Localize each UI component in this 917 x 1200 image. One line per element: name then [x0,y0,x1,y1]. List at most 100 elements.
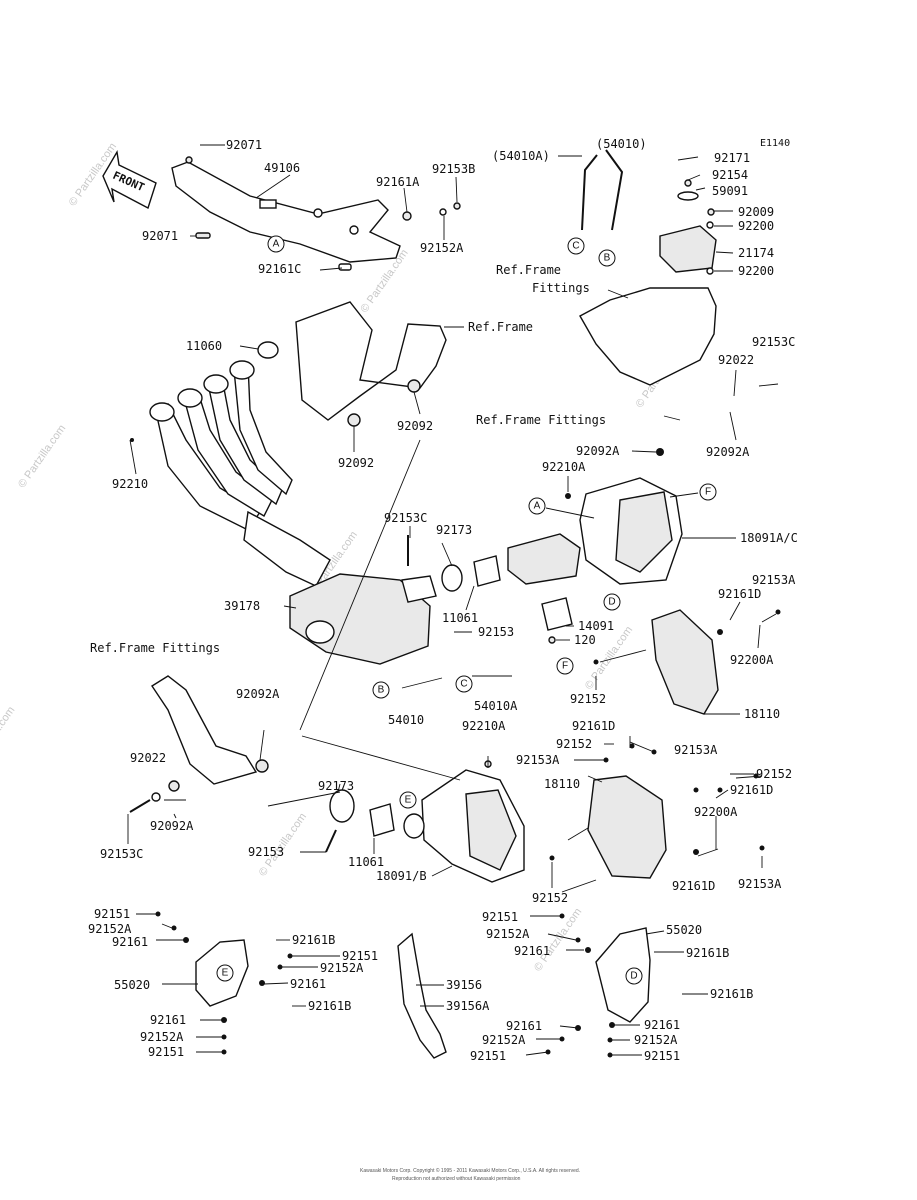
diagram-code: E1140 [760,138,790,149]
heat-cover-39156 [397,932,447,1059]
part-label: 92152A [140,1030,184,1044]
part-label: 92161B [710,987,753,1001]
part-label: 92210A [462,719,506,733]
part-label: 92151 [644,1049,680,1063]
part-label: 11061 [348,855,384,869]
front-arrow-icon: FRONT [102,149,157,210]
part-label: 92022 [130,751,166,765]
chamber-outlet [305,620,335,644]
part-label: 54010 [388,713,424,727]
frame-fittings-left [151,675,258,785]
part-label: 92200A [694,805,738,819]
frame-bracket [295,301,447,421]
callout-B: B [598,249,616,267]
part-label: 92152 [532,891,568,905]
callout-F: F [556,657,574,675]
collar-92154 [684,179,692,187]
callout-letter: D [630,971,637,982]
part-label: 92153 [478,625,514,639]
callout-letter: A [534,501,541,512]
watermark-text: © Partzilla.com [16,423,68,491]
part-label: 92071 [142,229,178,243]
frame-fittings-bracket [579,287,717,386]
bolt-hole [313,208,323,218]
part-label: 54010A [474,699,518,713]
part-label: 92092A [150,819,194,833]
chamber-outlet [401,575,437,603]
part-label: 92161D [718,587,761,601]
part-label: 14091 [578,619,614,633]
part-label: Ref.Frame Fittings [90,641,220,655]
part-label: 55020 [114,978,150,992]
part-label: 92092 [338,456,374,470]
part-label: 92153A [752,573,796,587]
part-label: 92161 [150,1013,186,1027]
part-label: 92161 [112,935,148,949]
callout-B: B [372,681,390,699]
callout-E: E [216,964,234,982]
part-label: 92151 [470,1049,506,1063]
part-label: 92152A [482,1033,526,1047]
washer-92200 [706,267,714,275]
exhaust-header-pipes [149,360,331,587]
callout-D: D [625,967,643,985]
callout-letter: F [705,487,711,498]
part-label: 39178 [224,599,260,613]
bolt-92009 [707,208,715,216]
leader-lines [127,144,779,1056]
part-label: 92022 [718,353,754,367]
bolt-hole [349,225,359,235]
part-label: 18091A/C [740,531,798,545]
part-label: 92151 [94,907,130,921]
part-label: (54010) [596,137,647,151]
damper-92092a [168,780,180,792]
connector-pipe-11061 [369,803,395,837]
part-label: 92092A [706,445,750,459]
part-label: 92161D [672,879,715,893]
part-label: Ref.Frame [496,263,561,277]
callout-letter: E [222,968,229,979]
watermark-text: © Partzilla.com [0,704,17,772]
part-label: 92071 [226,138,262,152]
part-label: 92161D [730,783,773,797]
part-label: 92161 [644,1018,680,1032]
part-label: 92092A [576,444,620,458]
part-label: 39156 [446,978,482,992]
part-label: Ref.Frame [468,320,533,334]
copyright-line: Kawasaki Motors Corp. Copyright © 1995 -… [360,1167,580,1174]
part-label: 92161 [514,944,550,958]
callout-letter: B [604,253,611,264]
callout-letter: E [405,795,412,806]
muffler-grille [465,789,517,871]
part-label: 49106 [264,161,300,175]
spacer-92161c [338,263,352,271]
clip [259,199,277,209]
part-label: 92151 [482,910,518,924]
muffler-inlet [403,813,425,839]
part-label: 120 [574,633,596,647]
part-label: 92161A [376,175,420,189]
part-label: 92092A [236,687,280,701]
part-label: 92152 [556,737,592,751]
callout-letter: F [562,661,568,672]
part-labels: 92071 49106 92153B 92161A 92071 92152A 9… [88,137,798,1063]
muffler-cover-18110 [587,775,667,879]
part-label: 55020 [666,923,702,937]
part-label: 92153C [384,511,427,525]
part-label: Fittings [532,281,590,295]
part-label: 92210 [112,477,148,491]
muffler-grille [615,491,673,573]
part-label: 92161D [572,719,615,733]
callout-C: C [567,237,585,255]
grommet-92071 [195,232,211,239]
part-label: 92153A [516,753,560,767]
part-label: 92153A [738,877,782,891]
part-label: 92152A [486,927,530,941]
damper-92092a [255,759,269,773]
part-label: 92152A [88,922,132,936]
part-label: 92153A [674,743,718,757]
clamp-92173 [441,564,463,592]
gasket-11060 [257,341,279,359]
damper-92092 [407,379,421,393]
part-label: 39156A [446,999,490,1013]
